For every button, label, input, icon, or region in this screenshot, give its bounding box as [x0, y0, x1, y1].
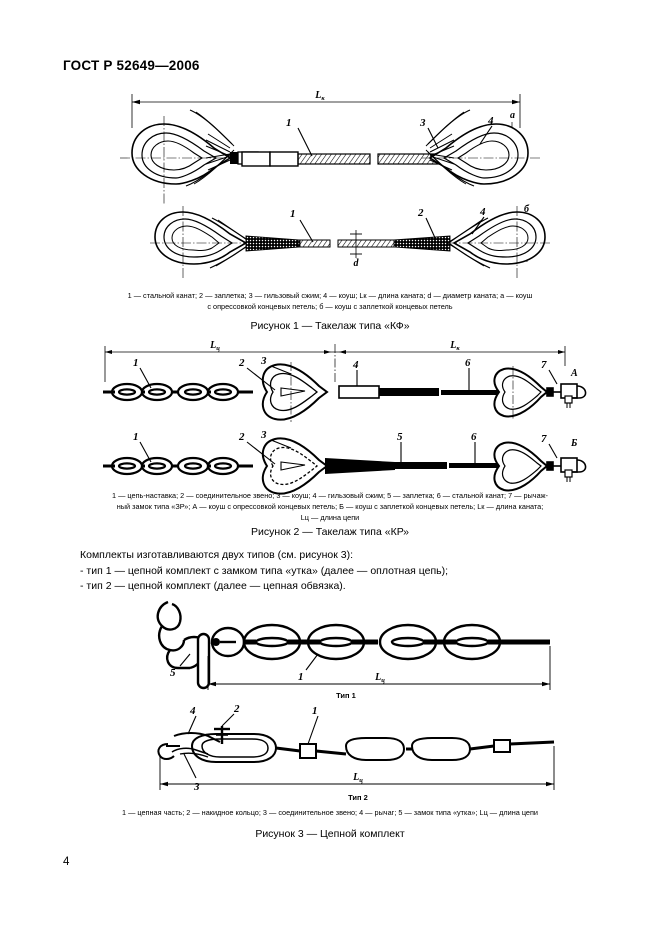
figure-1-variant-a-label: а: [510, 110, 515, 121]
figure-3-cleat-pin: [196, 632, 211, 690]
figure-3-cleat-eye: [212, 638, 220, 646]
figure-3-type2-assembly: [157, 726, 278, 763]
figure-1b-callout-2: 2: [417, 207, 424, 219]
figure-3-type1-callout-5: 5: [170, 667, 176, 679]
figure-3-type2-callout-2: 2: [233, 703, 240, 715]
page-number: 4: [63, 856, 70, 868]
figure-2-splice-B: [325, 458, 395, 474]
figure-2-chain-A: [103, 382, 253, 402]
figure-1-diameter-dimension: d: [350, 230, 362, 269]
figure-1-diameter-label: d: [354, 258, 360, 269]
body-line-3: - тип 2 — цепной комплект (далее — цепна…: [80, 580, 346, 592]
figure-3-type1-dimension: Lц: [207, 646, 551, 690]
figure-1-callout-3: 3: [419, 117, 426, 129]
figure-1-variant-b-label: б: [524, 204, 530, 215]
figure-2-lever-lock-B: [546, 457, 587, 482]
figure-2-thimble-A: [261, 362, 329, 422]
figure-1-drawing: Lк а: [120, 86, 540, 286]
figure-1b-splice-left: [245, 235, 301, 252]
figure-2-lever-lock-A: [546, 383, 587, 408]
figure-2-rope-thick-A: [379, 388, 439, 396]
figure-2b-callout-3: 3: [260, 429, 267, 441]
figure-1-legend-line-2: с опрессовкой концевых петель; б — коуш …: [207, 302, 453, 311]
figure-2-legend-line-3: Lц — длина цепи: [300, 513, 360, 522]
figure-3-type2-callout-3: 3: [193, 781, 200, 793]
figure-3-type2-callout-1: 1: [312, 705, 318, 717]
figure-3-type1-drawing: Lц 5 1 Тип 1: [150, 596, 570, 701]
figure-1-legend: 1 — стальной канат; 2 — заплетка; 3 — ги…: [63, 290, 597, 312]
figure-3-chain-type1: [210, 623, 550, 661]
figure-2-callout-2: 2: [238, 357, 245, 369]
figure-1-callout-1: 1: [286, 117, 292, 129]
figure-1-length-label: Lк: [314, 90, 325, 102]
figure-1b-rope-right: [337, 239, 397, 248]
figure-2-sleeve-clamp-A: [338, 385, 380, 399]
figure-1-variant-b-drawing: б: [150, 200, 550, 300]
figure-3-caption: Рисунок 3 — Цепной комплект: [255, 828, 405, 840]
figure-3-type2-callout-4: 4: [189, 705, 196, 717]
figure-1b-thimble-right: [440, 206, 550, 280]
figure-1-caption: Рисунок 1 — Такелаж типа «КФ»: [250, 320, 410, 332]
figure-2-callout-3: 3: [260, 355, 267, 367]
figure-2-dimensions: Lц Lк: [104, 340, 566, 384]
figure-2-rope-thick-B: [393, 462, 447, 469]
figure-2-drawing-variant-A: Lц Lк: [95, 336, 587, 422]
figure-2-variant-A-label: А: [570, 368, 578, 379]
figure-3-type2-label: Тип 2: [348, 793, 368, 802]
figure-2-drawing-variant-B: Б 1 2 3 5 6 7: [95, 424, 587, 495]
figure-2b-callout-2: 2: [238, 431, 245, 443]
figure-2-callout-7: 7: [541, 359, 547, 371]
figure-2-thimble-right-B: [493, 441, 549, 492]
figure-2-thimble-B: [261, 437, 329, 495]
figure-2-chain-B: [103, 456, 253, 476]
figure-2-chain-length-label: Lц: [209, 340, 220, 352]
figure-1-thimble-right: [420, 109, 540, 187]
figure-2-callout-6: 6: [465, 357, 471, 369]
body-paragraph: Комплекты изготавливаются двух типов (см…: [80, 548, 448, 595]
page-header-standard-number: ГОСТ Р 52649—2006: [63, 58, 200, 73]
figure-2-rope-thin-A: [441, 390, 499, 395]
figure-2-callout-4: 4: [352, 359, 359, 371]
figure-3-type1-callout-1: 1: [298, 671, 304, 683]
figure-2-rope-thin-B: [449, 463, 501, 468]
figure-2b-callout-6: 6: [471, 431, 477, 443]
figure-2-variant-B-label: Б: [570, 438, 578, 449]
figure-1b-splice-right: [393, 235, 451, 252]
figure-1-sleeve-clamps-left: [241, 151, 299, 167]
figure-3-cleat-lock: [156, 600, 211, 670]
figure-3-legend-line-1: 1 — цепная часть; 2 — накидное кольцо; 3…: [121, 808, 538, 817]
figure-1-dimension-length: Lк: [131, 90, 521, 128]
figure-1b-callout-1: 1: [290, 208, 296, 220]
figure-2-legend: 1 — цепь-наставка; 2 — соединительное зв…: [63, 490, 597, 523]
figure-1b-thimble-left: [150, 206, 260, 280]
figure-1-legend-line-1: 1 — стальной канат; 2 — заплетка; 3 — ги…: [127, 291, 533, 300]
figure-1b-rope-left: [297, 239, 331, 248]
figure-3-type2-drawing: Lц 4 2 1 3 Тип 2: [150, 702, 570, 802]
body-line-1: Комплекты изготавливаются двух типов (см…: [80, 549, 354, 561]
figure-2-rope-length-label: Lк: [449, 340, 460, 352]
body-line-2: - тип 1 — цепной комплект с замком типа …: [80, 564, 449, 577]
figure-3-legend: 1 — цепная часть; 2 — накидное кольцо; 3…: [63, 807, 597, 818]
figure-2b-callout-1: 1: [133, 431, 139, 443]
figure-3-type2-length-label: Lц: [352, 772, 363, 784]
figure-3-type2-dimension: Lц: [159, 746, 555, 790]
figure-1-steel-rope: [297, 153, 451, 165]
figure-1-thimble-left: [120, 109, 240, 204]
figure-1-callout-4: 4: [487, 115, 494, 127]
figure-3-type1-label: Тип 1: [336, 691, 356, 700]
figure-2-legend-line-1: 1 — цепь-наставка; 2 — соединительное зв…: [112, 491, 548, 500]
figure-2-legend-line-2: ный замок типа «ЗР»; А — коуш с опрессов…: [116, 502, 544, 511]
figure-3-type2-chain: [275, 737, 555, 761]
figure-2-caption: Рисунок 2 — Такелаж типа «КР»: [251, 526, 409, 538]
figure-2b-callout-5: 5: [397, 431, 403, 443]
figure-1b-callout-4: 4: [479, 206, 486, 218]
figure-2-thimble-right-A: [493, 366, 549, 420]
figure-2-callout-1: 1: [133, 357, 139, 369]
figure-2b-callout-7: 7: [541, 433, 547, 445]
figure-3-type1-length-label: Lц: [374, 672, 385, 684]
